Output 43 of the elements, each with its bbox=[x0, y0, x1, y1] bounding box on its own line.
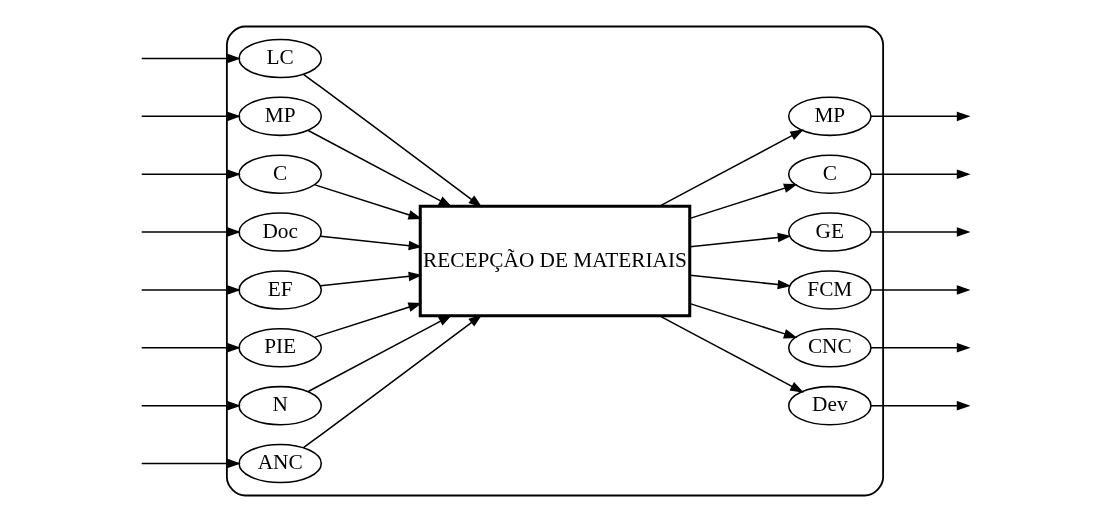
arrow bbox=[870, 343, 971, 353]
arrow bbox=[658, 315, 804, 393]
arrow bbox=[870, 169, 971, 179]
node-ellipse: MP bbox=[787, 96, 872, 137]
arrow bbox=[870, 111, 971, 122]
arrow bbox=[140, 111, 241, 122]
node-ellipse: MP bbox=[238, 96, 323, 137]
arrow bbox=[307, 314, 453, 393]
node-ellipse: Dev bbox=[787, 385, 872, 426]
node-ellipse: C bbox=[238, 154, 323, 194]
arrow bbox=[319, 235, 423, 251]
arrow bbox=[140, 227, 241, 237]
arrow bbox=[689, 232, 792, 248]
node-ellipse: Doc bbox=[238, 212, 323, 252]
node-ellipse: CNC bbox=[787, 328, 872, 368]
arrow bbox=[658, 129, 804, 207]
node-ellipse: EF bbox=[238, 270, 323, 310]
arrow bbox=[870, 285, 971, 295]
arrow bbox=[307, 129, 453, 208]
arrow bbox=[140, 343, 241, 353]
arrow bbox=[870, 227, 971, 237]
node-ellipse: LC bbox=[238, 38, 323, 79]
arrow bbox=[140, 169, 241, 179]
arrow bbox=[689, 274, 792, 290]
arrow bbox=[689, 183, 798, 220]
node-ellipse: FCM bbox=[787, 270, 872, 310]
arrow bbox=[140, 53, 241, 64]
node-ellipse: C bbox=[787, 154, 872, 194]
arrow bbox=[140, 458, 241, 469]
arrow bbox=[870, 400, 971, 411]
node-ellipse: N bbox=[238, 385, 323, 426]
arrow bbox=[319, 271, 423, 287]
node-ellipse: GE bbox=[787, 212, 872, 252]
arrow bbox=[689, 302, 798, 339]
node-box: RECEPÇÃO DE MATERIAIS bbox=[418, 204, 692, 318]
node-ellipse: ANC bbox=[238, 443, 323, 484]
node-ellipse: PIE bbox=[238, 328, 323, 368]
arrow bbox=[302, 73, 483, 208]
arrow bbox=[314, 302, 423, 338]
arrow bbox=[302, 314, 483, 449]
arrow bbox=[314, 184, 423, 220]
arrow bbox=[140, 285, 241, 295]
arrow bbox=[140, 400, 241, 411]
